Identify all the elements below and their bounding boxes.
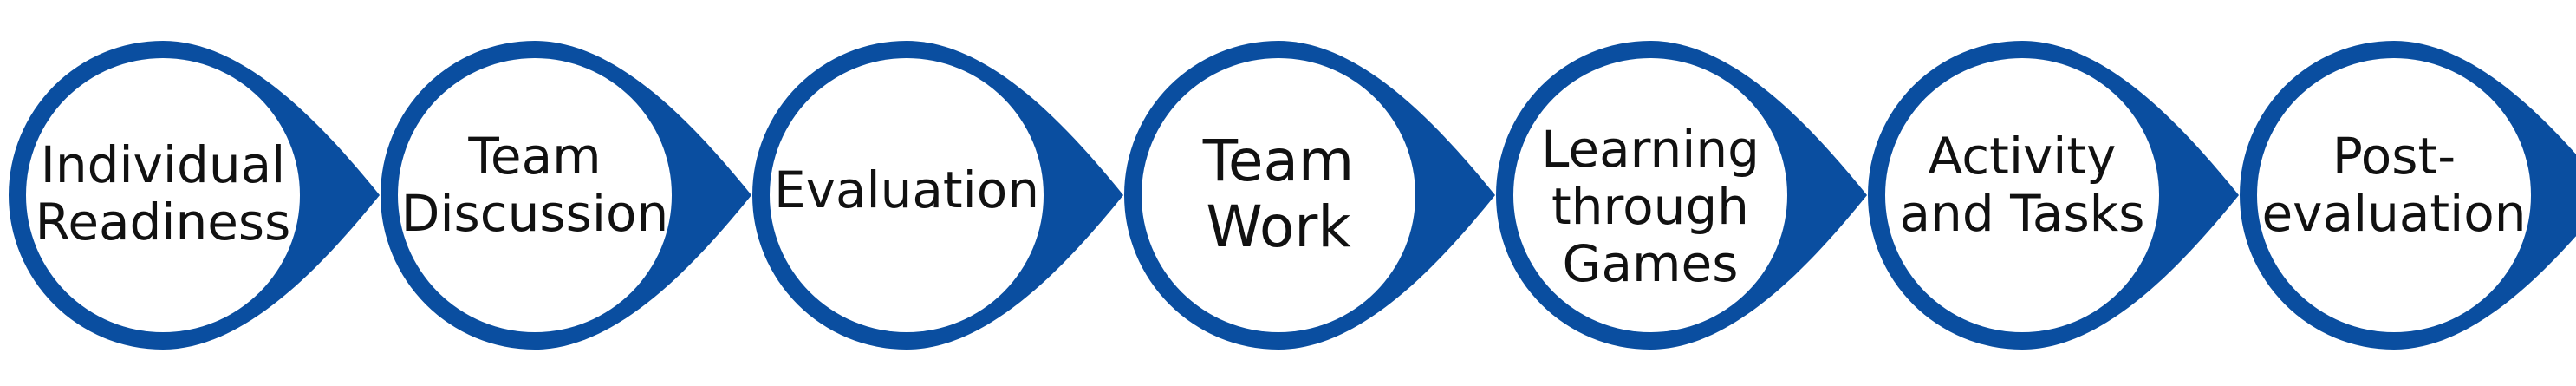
step-label: Post-evaluation: [2261, 127, 2526, 243]
step-label-line: Team: [467, 127, 601, 186]
step-label-line: Individual: [41, 135, 285, 194]
step-circle: [770, 58, 1044, 332]
step-label-line: Learning: [1541, 120, 1760, 179]
step-label-line: Work: [1206, 193, 1351, 260]
step-label-line: Readiness: [36, 193, 291, 252]
step-label-line: evaluation: [2261, 184, 2526, 243]
step-label-line: through: [1551, 177, 1749, 236]
step-label: Evaluation: [774, 160, 1039, 219]
step-circle: [2257, 58, 2531, 332]
step-circle: [1142, 58, 1415, 332]
process-step: Evaluation: [752, 41, 1123, 350]
step-circle: [26, 58, 300, 332]
step-label-line: Discussion: [401, 184, 668, 243]
step-label-line: Activity: [1929, 127, 2117, 186]
step-circle: [1513, 58, 1787, 332]
step-circle: [1885, 58, 2159, 332]
step-circle: [398, 58, 672, 332]
step-label-line: Team: [1202, 128, 1354, 194]
step-label-line: Evaluation: [774, 160, 1039, 219]
step-label-line: Post-: [2332, 127, 2456, 186]
step-label-line: Games: [1563, 234, 1739, 293]
process-step: Post-evaluation: [2240, 41, 2576, 350]
step-label-line: and Tasks: [1900, 184, 2145, 243]
